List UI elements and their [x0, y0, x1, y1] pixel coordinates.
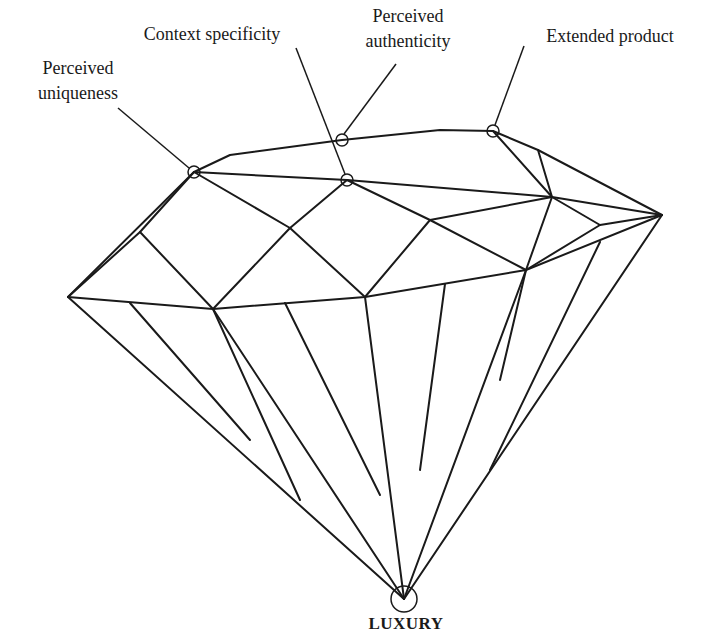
callout-label: Context specificity: [112, 22, 312, 47]
leader-lines: [118, 46, 524, 174]
callout-label: Extended product: [520, 24, 700, 49]
callout-label: Perceived uniqueness: [18, 56, 138, 106]
callout-circles: [188, 125, 499, 612]
callout-label: Perceived authenticity: [343, 4, 473, 54]
diamond-facets: [68, 130, 662, 599]
title-label: LUXURY: [346, 611, 466, 636]
